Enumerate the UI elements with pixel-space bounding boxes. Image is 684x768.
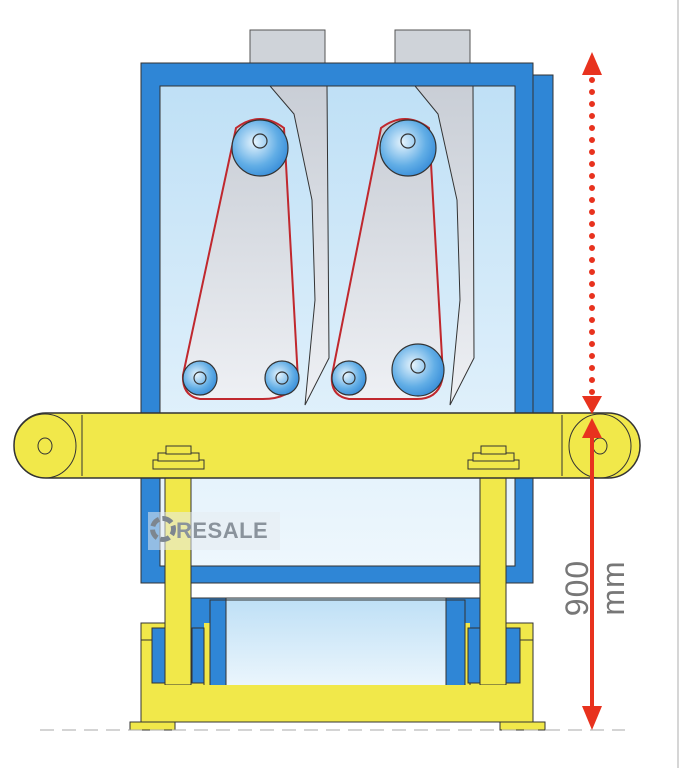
gear-icon: [150, 516, 176, 542]
conveyor-beam: [13, 412, 641, 479]
height-dimension-label: 900 mm: [559, 559, 631, 617]
conveyor-roller-right: [568, 413, 632, 479]
base-block: [141, 685, 533, 722]
belt-unit-right: [330, 118, 445, 401]
pulley: [264, 360, 300, 396]
pillar-cap-left: [152, 445, 205, 470]
watermark: RESALE: [148, 512, 280, 550]
foot-left: [129, 721, 176, 731]
pulley: [391, 343, 445, 397]
bellows: [151, 627, 521, 684]
pillar-cap-right: [467, 445, 520, 470]
belt-unit-left: [181, 118, 300, 401]
pulley: [182, 360, 218, 396]
watermark-text: RESALE: [176, 518, 269, 543]
top-block-left: [249, 29, 326, 65]
side-panel: [530, 74, 554, 472]
pulleys: [182, 119, 445, 397]
foot-right: [499, 721, 546, 731]
page-edge: [677, 0, 679, 768]
pulley: [331, 360, 367, 396]
conveyor-roller-left: [13, 413, 77, 479]
pillar-left: [164, 454, 192, 686]
top-block-right: [394, 29, 471, 65]
pillar-right: [479, 454, 507, 686]
blade-left: [268, 85, 330, 406]
blade-right: [413, 85, 475, 406]
dimension-arrow: [582, 52, 602, 730]
